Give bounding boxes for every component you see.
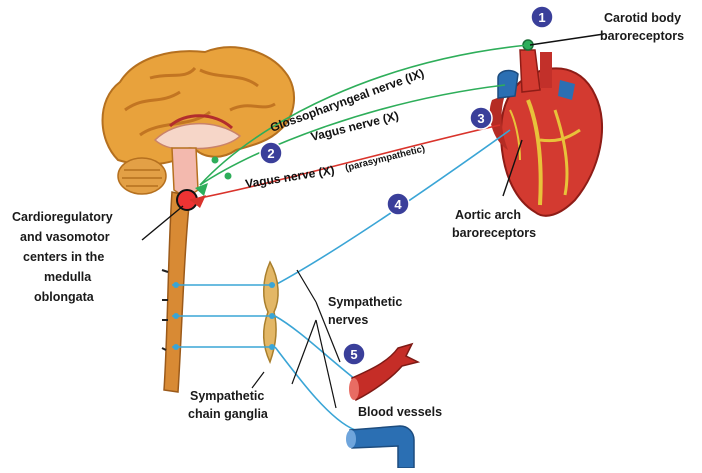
vagus-lower-label: Vagus nerve (X) (244, 163, 335, 191)
step-badge-4: 4 (387, 193, 409, 215)
step-number: 2 (267, 146, 274, 161)
cardio-label-line5: oblongata (34, 290, 95, 304)
blood-vessels-label: Blood vessels (358, 405, 442, 419)
cardio-label-line3: centers in the (23, 250, 104, 264)
step-number: 1 (538, 10, 545, 25)
carotid-label-line2: baroreceptors (600, 29, 684, 43)
heart-illustration (490, 40, 602, 216)
parasympathetic-note: (parasympathetic) (344, 143, 426, 173)
sympathetic-nerves-line2: nerves (328, 313, 368, 327)
cardio-label-line2: and vasomotor (20, 230, 110, 244)
step-number: 5 (350, 347, 357, 362)
step-number: 4 (394, 197, 402, 212)
step-badge-2: 2 (260, 142, 282, 164)
carotid-label-line1: Carotid body (604, 11, 681, 25)
step-badge-5: 5 (343, 343, 365, 365)
step-badge-3: 3 (470, 107, 492, 129)
chain-ganglia-line2: chain ganglia (188, 407, 269, 421)
cardio-label-line4: medulla (44, 270, 92, 284)
chain-ganglia-line1: Sympathetic (190, 389, 264, 403)
cardio-label-line1: Cardioregulatory (12, 210, 113, 224)
aortic-label-line2: baroreceptors (452, 226, 536, 240)
step-number: 3 (477, 111, 484, 126)
aortic-label-line1: Aortic arch (455, 208, 521, 222)
step-badge-1: 1 (531, 6, 553, 28)
spinal-cord (164, 192, 190, 392)
sympathetic-nerves-line1: Sympathetic (328, 295, 402, 309)
vein-illustration (346, 426, 414, 468)
